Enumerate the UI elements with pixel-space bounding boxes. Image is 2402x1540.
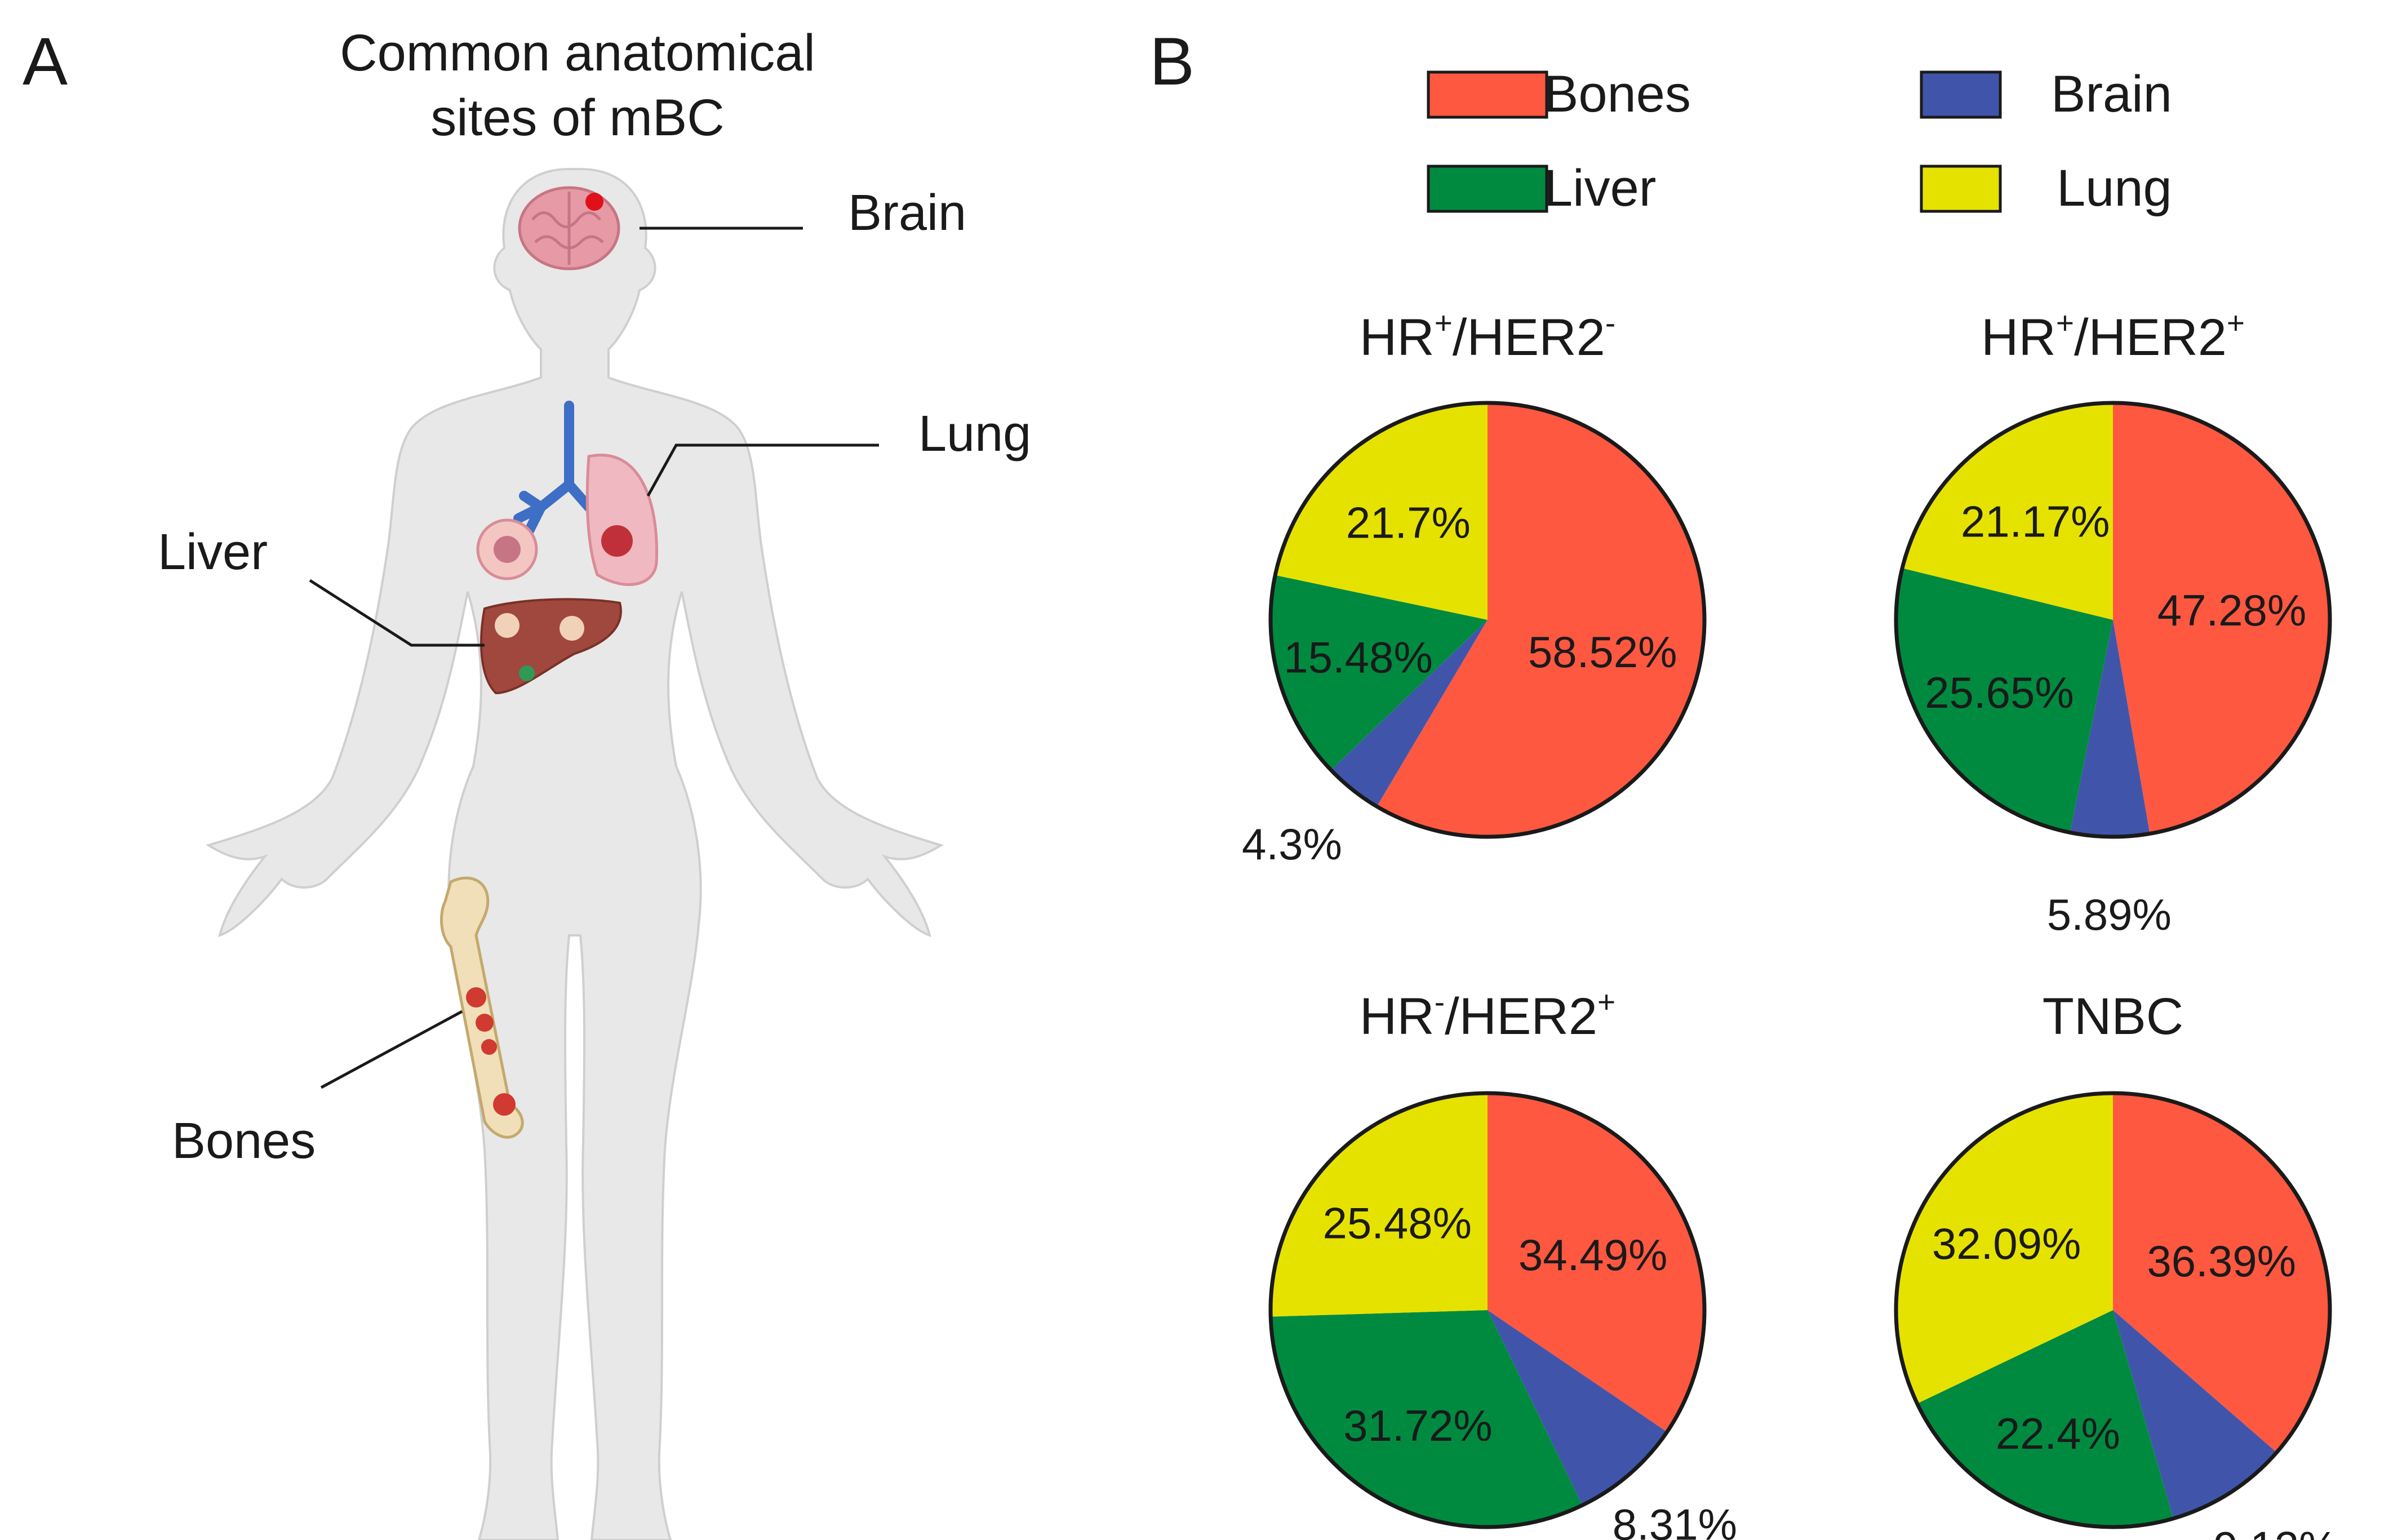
liver-callout-line [309,579,485,647]
data-label-brain: 8.31% [1613,1499,1737,1540]
liver-lesion-2 [560,616,584,641]
legend-item-bones: Bones [1427,65,1691,123]
chart-3-slices [1268,1091,1707,1529]
lung-organ [585,454,659,586]
data-label-liver: 22.4% [1996,1409,2120,1458]
chart-1-slices [1268,401,1707,839]
pie-outline [1268,1091,1707,1529]
bone-lesion-3 [481,1039,497,1055]
pie-slice-bones [2113,403,2330,834]
body-silhouette [206,168,944,1540]
pie-slice-lung [1275,403,1488,620]
pie-slice-lung [1270,1093,1488,1317]
chart-4-labels: 36.39% 9.12% 22.4% 32.09% [1932,1219,2338,1540]
pie-slice-brain [2113,1310,2277,1519]
pie-chart-1: HR+/HER2- 58.52% 4.3% 15.48% 21.7% [1242,305,1707,869]
pie-slice-liver [1271,575,1488,770]
legend-item-liver: Liver [1427,159,1656,217]
liver-lesion-1 [495,613,520,638]
lung-nodule-inner [494,536,521,563]
legend: Bones Brain Liver Lung [1427,65,2172,217]
brain-lesion [585,193,603,211]
data-label-bones: 47.28% [2157,585,2307,635]
pie-slice-brain [2070,620,2150,837]
legend-swatch-lung [1920,165,2002,213]
data-label-liver: 25.65% [1925,668,2074,717]
gallbladder [519,665,535,681]
data-label-bones: 58.52% [1528,627,1677,677]
data-label-brain: 4.3% [1242,819,1342,869]
brain-callout-label: Brain [848,185,966,241]
legend-item-lung: Lung [1920,159,2172,217]
legend-label-bones: Bones [1544,65,1691,123]
data-label-brain: 9.12% [2213,1522,2338,1540]
chart-4-slices [1894,1091,2332,1529]
data-label-bones: 34.49% [1519,1230,1668,1280]
bones-callout-line [320,1010,463,1089]
legend-label-liver: Liver [1544,159,1656,217]
bone-lesion-4 [493,1093,516,1116]
pie-chart-2: HR+/HER2+ 47.28% 5.89% 25.65% 21.17% [1894,305,2332,939]
pie-slice-liver [1271,1310,1583,1527]
panel-b: B Bones Brain Liver Lung HR+/HER2- [1149,24,2338,1540]
bone-lesion-1 [466,987,486,1008]
lung-callout-label: Lung [918,406,1031,462]
pie-slice-lung [1896,1093,2113,1404]
chart-1-title: HR+/HER2- [1360,305,1615,366]
data-label-lung: 21.7% [1346,498,1471,548]
data-label-liver: 15.48% [1284,633,1433,682]
legend-label-lung: Lung [2057,159,2172,217]
chart-2-labels: 47.28% 5.89% 25.65% 21.17% [1925,496,2306,939]
chart-2-slices [1894,401,2332,839]
legend-label-brain: Brain [2051,65,2172,123]
data-label-bones: 36.39% [2147,1236,2296,1286]
chart-2-title: HR+/HER2+ [1981,305,2245,366]
body-illustration [206,168,944,1540]
data-label-liver: 31.72% [1343,1401,1493,1450]
chart-3-title: HR-/HER2+ [1360,984,1615,1045]
pie-outline [1268,401,1707,839]
legend-swatch-brain [1920,70,2002,119]
panel-b-letter: B [1149,24,1195,99]
data-label-lung: 21.17% [1961,496,2110,546]
panel-a-letter: A [23,24,68,99]
pie-slice-liver [1895,568,2113,833]
lung-lesion [601,525,633,557]
pie-outline [1894,401,2332,839]
pie-slice-bones [1488,1093,1704,1432]
chart-4-title: TNBC [2043,988,2183,1045]
pie-slice-brain [1331,620,1488,807]
bones-callout-label: Bones [172,1113,316,1169]
liver-callout-label: Liver [158,524,268,580]
legend-swatch-liver [1427,165,1548,213]
pie-chart-4: TNBC 36.39% 9.12% 22.4% 32.09% [1894,988,2338,1540]
trachea [513,401,594,535]
pie-slice-bones [2113,1093,2330,1453]
pie-slice-lung [1902,403,2113,620]
panel-a: A Common anatomical sites of mBC [23,24,1031,1540]
pie-slice-liver [1917,1310,2174,1528]
data-label-lung: 25.48% [1322,1199,1472,1248]
femur-bone [439,876,524,1139]
panel-a-title-line2: sites of mBC [430,89,724,147]
pie-outline [1894,1091,2332,1529]
legend-item-brain: Brain [1920,65,2172,123]
chart-1-labels: 58.52% 4.3% 15.48% 21.7% [1242,498,1677,869]
pie-chart-3: HR-/HER2+ 34.49% 8.31% 31.72% 25.48% [1268,984,1737,1540]
data-label-lung: 32.09% [1932,1219,2081,1268]
brain-folds [531,192,604,265]
legend-swatch-bones [1427,70,1548,119]
panel-a-title-line1: Common anatomical [340,24,815,82]
chart-3-labels: 34.49% 8.31% 31.72% 25.48% [1322,1199,1737,1540]
data-label-brain: 5.89% [2047,890,2172,939]
lung-callout-line [646,443,879,497]
pie-slice-bones [1377,403,1704,837]
bone-lesion-2 [476,1014,494,1032]
pie-slice-brain [1488,1310,1667,1506]
